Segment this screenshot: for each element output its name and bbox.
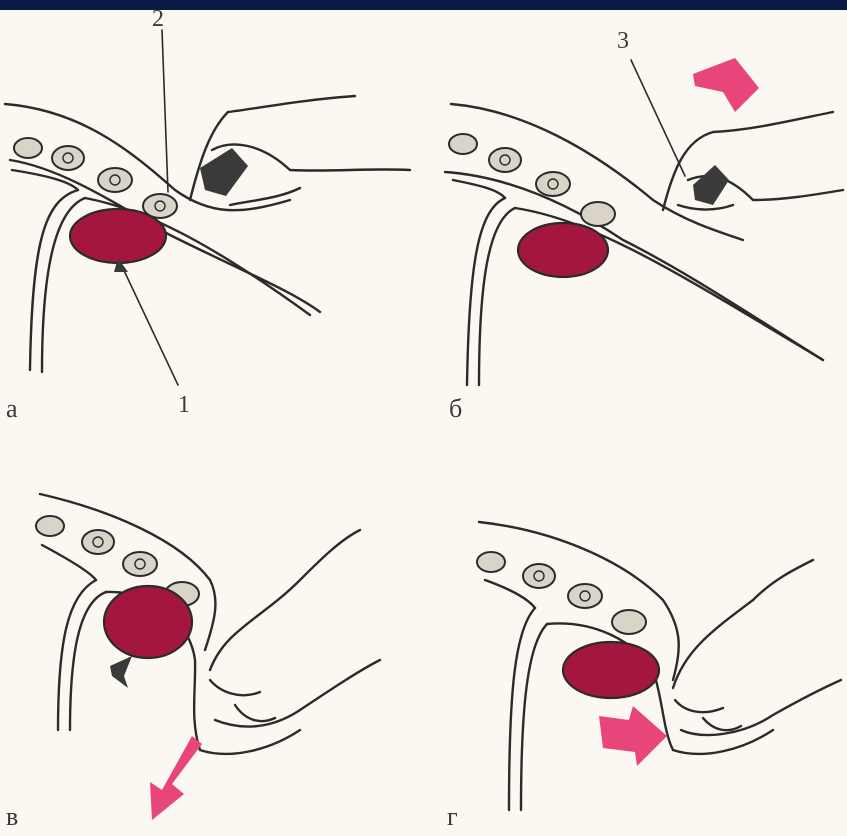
panel-g-drawing: [423, 430, 847, 836]
callout-1: 1: [178, 392, 190, 419]
stool-pellet: [536, 172, 570, 196]
panel-g: г: [423, 430, 847, 836]
pink-arrow: [150, 736, 202, 820]
panel-label-b: б: [449, 394, 462, 424]
callout-3: 3: [617, 28, 629, 55]
stool-pellet: [477, 552, 505, 572]
stool-pellet: [581, 202, 615, 226]
panel-v-drawing: [0, 430, 423, 836]
stool-pellet: [52, 146, 84, 170]
dark-arrow: [110, 656, 132, 688]
stool-pellet: [449, 134, 477, 154]
red-mass: [104, 586, 192, 658]
panel-label-a: а: [6, 394, 18, 424]
stool-pellet: [98, 168, 132, 192]
stool-pellet: [489, 148, 521, 172]
callout-2: 2: [152, 6, 164, 33]
red-mass: [518, 223, 608, 277]
panel-label-v: в: [6, 802, 18, 832]
stool-pellet: [123, 552, 157, 576]
panel-b: б 3: [423, 0, 847, 430]
stool-pellet: [14, 138, 42, 158]
stool-pellet: [568, 584, 602, 608]
red-mass: [70, 209, 166, 263]
stool-pellet: [82, 530, 114, 554]
stool-pellet: [523, 564, 555, 588]
panel-b-drawing: [423, 0, 847, 430]
panel-v: в: [0, 430, 423, 836]
stool-pellet: [36, 516, 64, 536]
panel-label-g: г: [447, 802, 458, 832]
pink-arrow: [693, 58, 759, 112]
stool-pellet: [612, 610, 646, 634]
pink-arrow: [599, 706, 667, 766]
red-mass: [563, 642, 659, 698]
panel-a: а 1 2: [0, 0, 423, 430]
panel-a-drawing: [0, 0, 423, 430]
